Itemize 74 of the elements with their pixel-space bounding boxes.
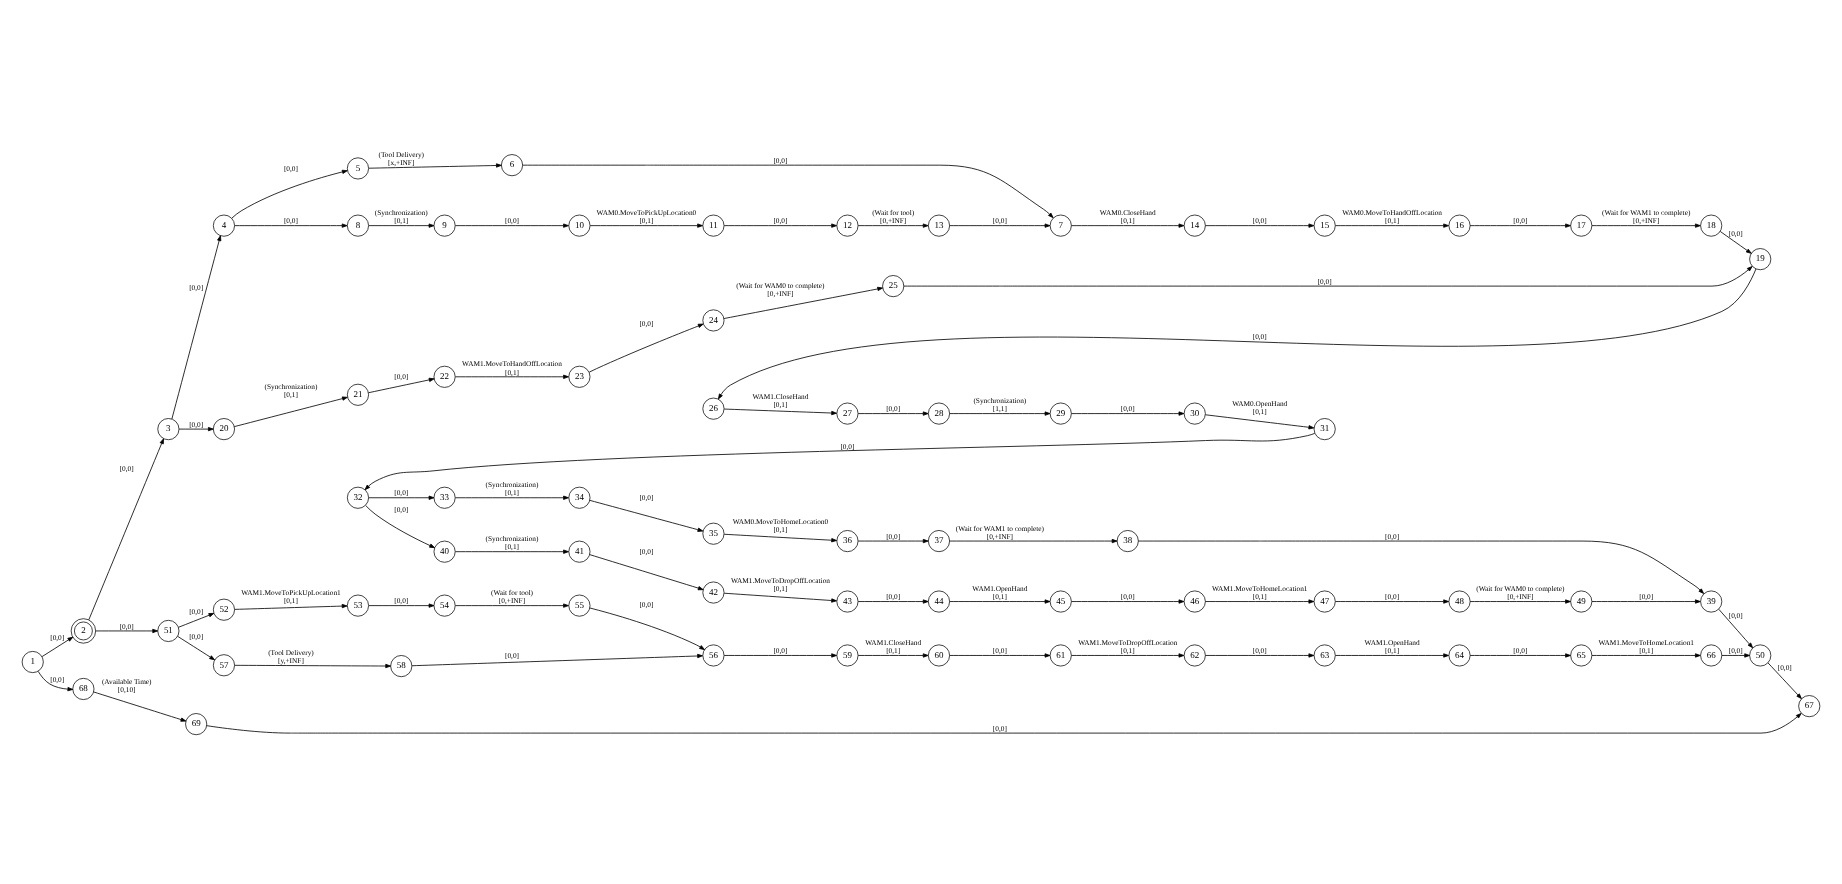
arrow [1767, 661, 1802, 699]
arrow [589, 606, 705, 650]
arrow [231, 168, 348, 218]
arrow [1071, 652, 1185, 657]
arrow [95, 627, 159, 633]
arrow [857, 652, 929, 657]
arrow [1591, 598, 1701, 603]
arrow [949, 652, 1051, 657]
arrow [589, 222, 703, 227]
arrow [723, 285, 883, 318]
arrow [368, 494, 435, 499]
arrow [206, 712, 1802, 733]
arrow [455, 602, 569, 607]
arrow [1469, 222, 1571, 227]
arrow [1205, 598, 1315, 603]
arrow [1718, 607, 1754, 648]
arrow [723, 222, 837, 227]
arrow [1071, 222, 1185, 227]
arrow [857, 537, 929, 543]
arrow [41, 635, 74, 656]
arrow [234, 602, 348, 609]
arrow [233, 395, 348, 427]
arrow [723, 532, 837, 542]
arrow [1591, 652, 1701, 657]
arrow [455, 222, 569, 227]
arrow [368, 222, 435, 227]
arrow [857, 222, 929, 227]
arrow [178, 425, 214, 431]
arrow [903, 265, 1753, 286]
arrow [723, 652, 837, 657]
arrow [949, 222, 1051, 227]
arrow [589, 553, 704, 590]
arrow [178, 611, 215, 627]
arrow [368, 162, 502, 168]
arrow [368, 376, 435, 393]
arrow [589, 498, 704, 531]
arrow [718, 267, 1757, 399]
arrow [1071, 410, 1185, 415]
arrow [171, 234, 222, 419]
arrow [93, 690, 187, 721]
arrow [455, 494, 569, 499]
arrow [1469, 652, 1571, 657]
arrow [1205, 222, 1315, 227]
arrow [949, 410, 1051, 415]
arrow [368, 602, 435, 607]
arrow [1721, 652, 1750, 657]
arrow [455, 373, 569, 378]
arrow [1137, 539, 1705, 593]
arrow [857, 598, 929, 603]
arrow [1205, 413, 1315, 429]
arrow [455, 548, 569, 553]
arrow [37, 669, 74, 691]
arrow [1335, 222, 1449, 227]
arrow [857, 410, 929, 415]
arrow [1469, 598, 1571, 603]
arrow [588, 322, 704, 372]
arrow [234, 662, 392, 668]
arrow [723, 591, 837, 602]
arrow [949, 537, 1118, 543]
arrow [949, 598, 1051, 603]
arrow [1335, 652, 1449, 657]
arrow [723, 407, 837, 415]
arrow [88, 437, 164, 620]
arrow [1335, 598, 1449, 603]
arrow [177, 634, 215, 660]
arrow [522, 163, 1054, 218]
arrow [234, 222, 348, 227]
arrow [365, 504, 436, 548]
arrow [1205, 652, 1315, 657]
arrow [411, 652, 703, 666]
arrow [1719, 230, 1752, 253]
arrow [1071, 598, 1185, 603]
arrow [1591, 222, 1701, 227]
arrow [364, 431, 1316, 490]
